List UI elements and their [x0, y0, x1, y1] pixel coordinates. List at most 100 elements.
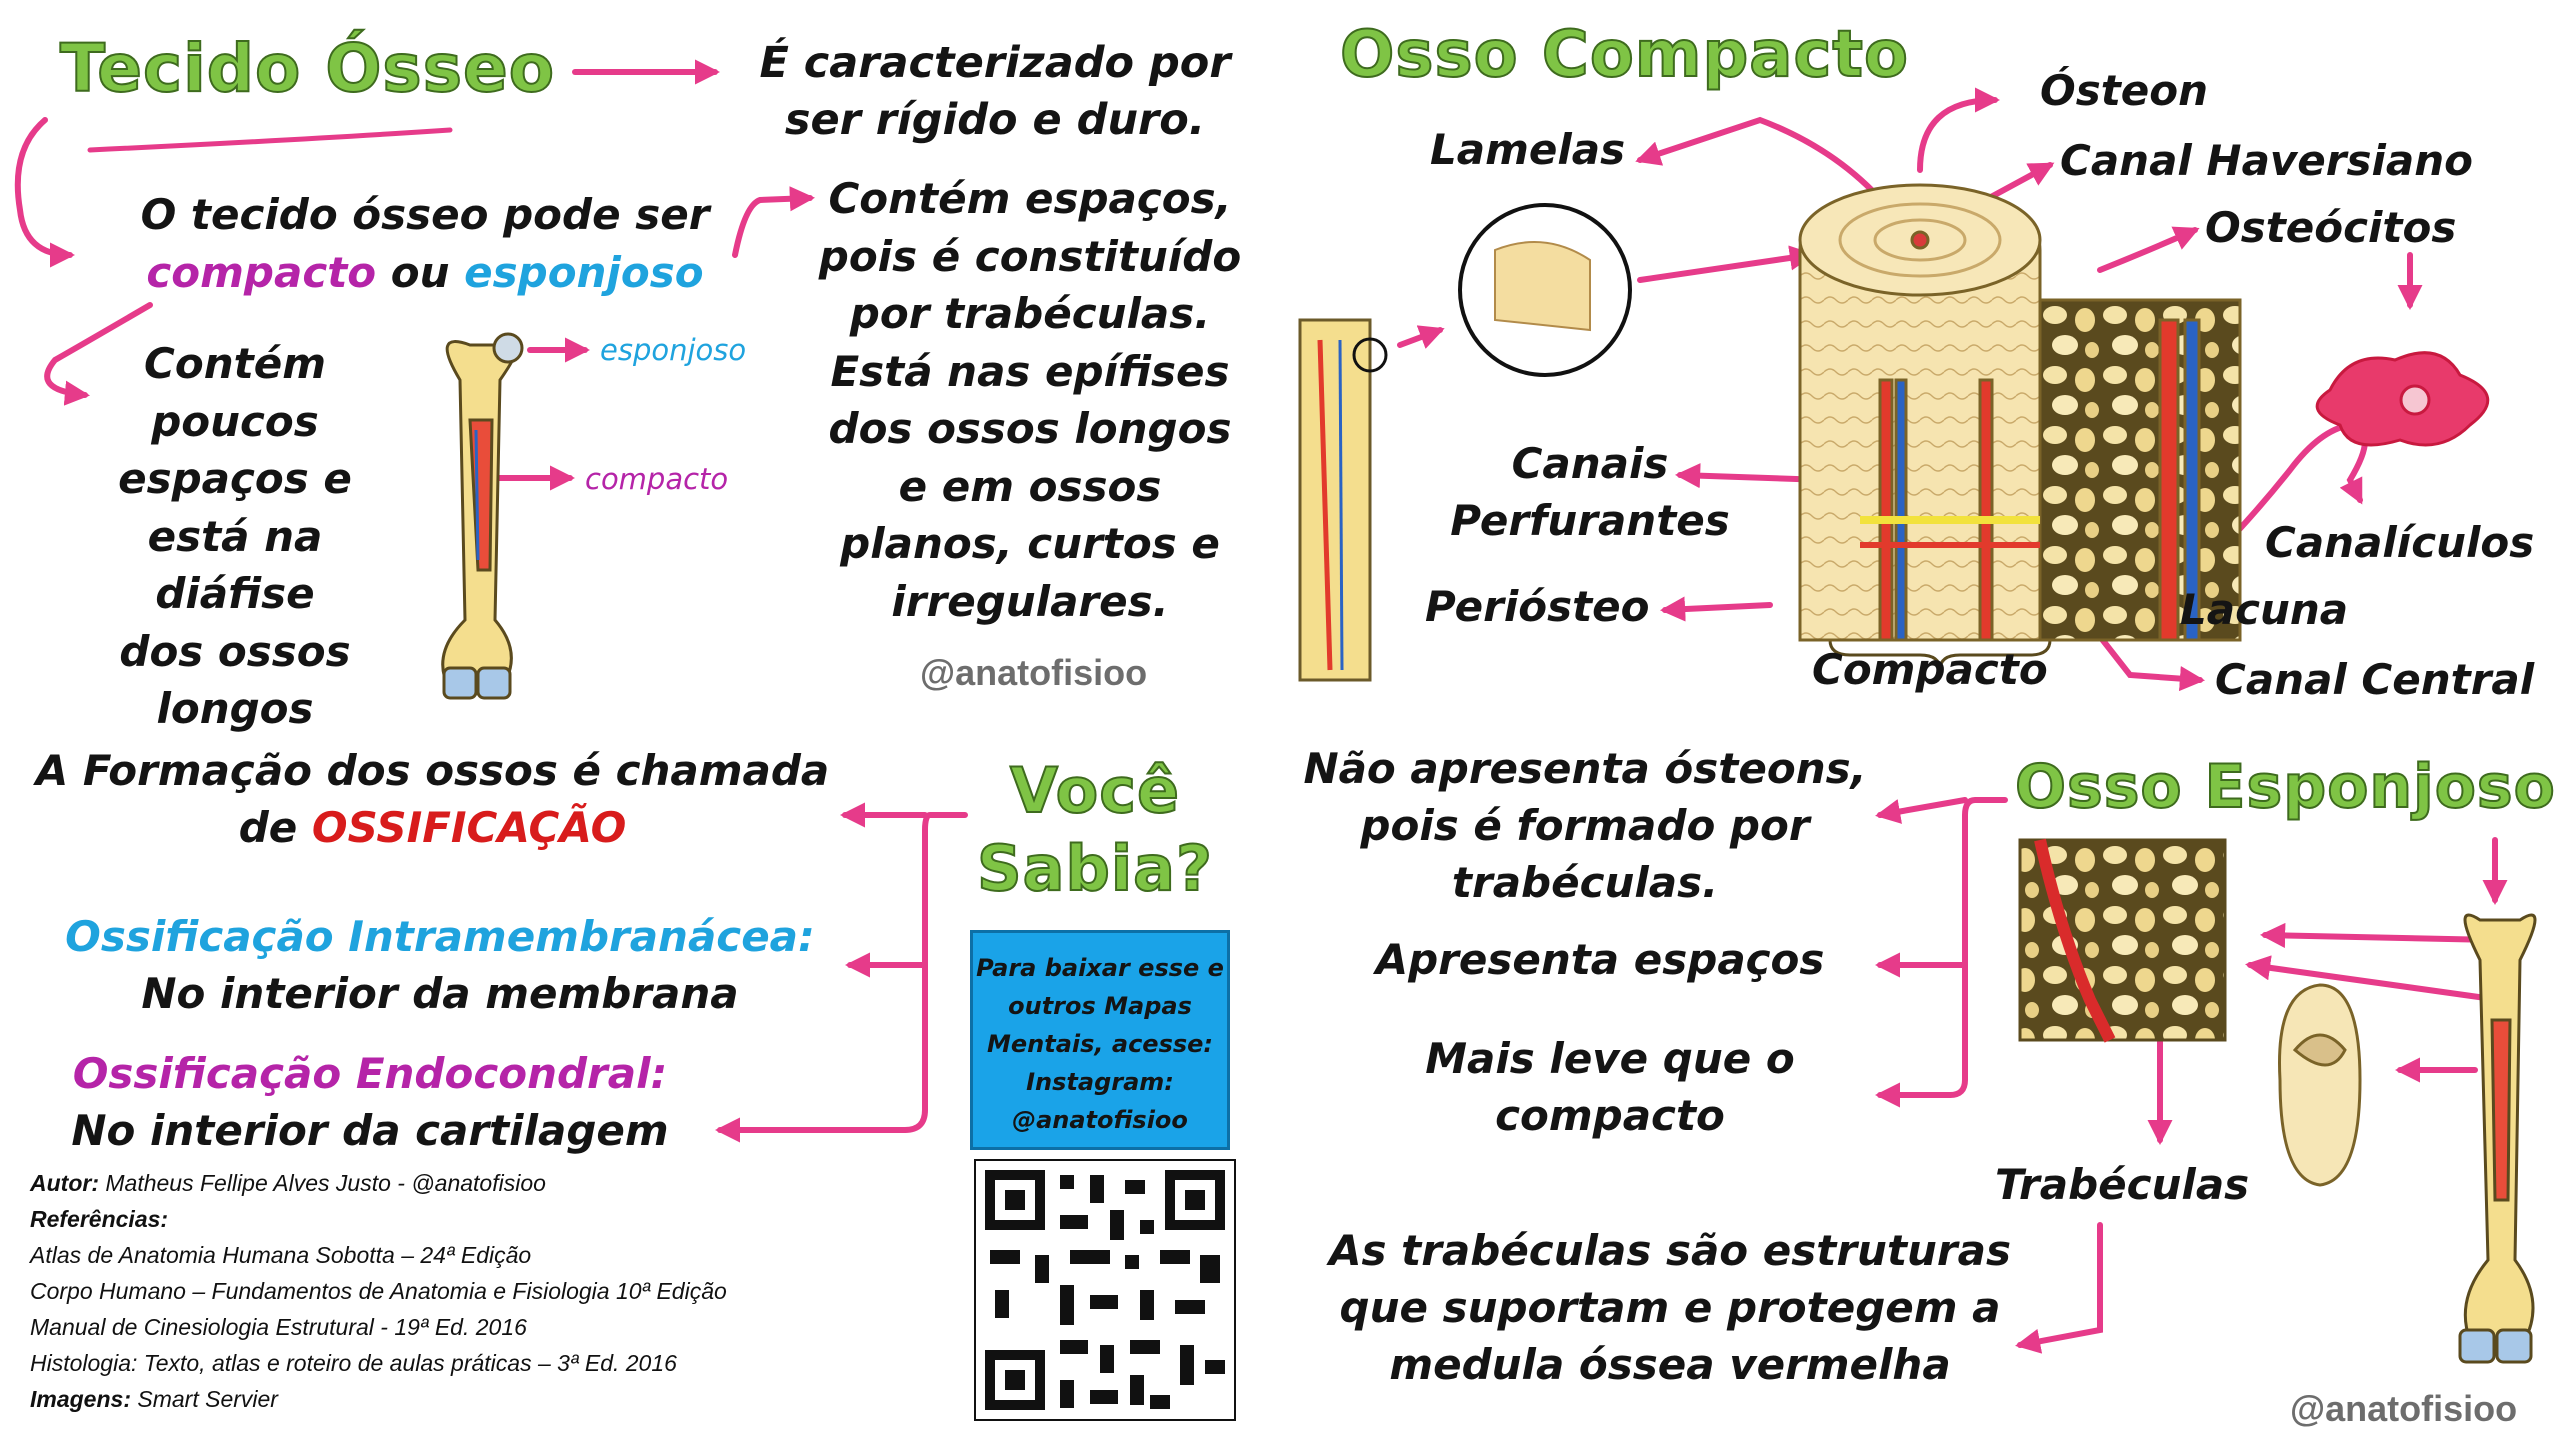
esponjoso-desc-line-7: planos, curtos e — [840, 519, 1220, 568]
label-trabeculas: Trabéculas — [1995, 1160, 2250, 1209]
endocondral-desc: No interior da cartilagem — [71, 1106, 669, 1155]
leve-text: Mais leve que o compacto — [1360, 1030, 1860, 1144]
qr-code — [974, 1159, 1236, 1421]
label-canal-haversiano: Canal Haversiano — [2060, 136, 2473, 185]
credits-ref-4: Histologia: Texto, atlas e roteiro de au… — [30, 1350, 677, 1376]
formacao-line-1: A Formação dos ossos é chamada — [35, 746, 830, 795]
bone-label-esponjoso: esponjoso — [600, 333, 747, 367]
label-canais-perfurantes-line-1: Canais — [1511, 439, 1669, 488]
endocondral-block: Ossificação Endocondral: No interior da … — [20, 1045, 720, 1159]
arrow-zoom-to-block — [1637, 245, 1815, 283]
tipos-text: O tecido ósseo pode ser compacto ou espo… — [105, 186, 745, 302]
arrow-to-periosteo — [1659, 596, 1773, 622]
long-bone-right — [2458, 913, 2537, 1364]
compacto-description: Contém poucos espaços e está na diáfise … — [70, 335, 400, 738]
formacao-prefix: de — [238, 803, 312, 852]
compacto-desc-line-2: poucos — [151, 396, 319, 446]
intramembranacea-title: Ossificação Intramembranácea: — [65, 912, 815, 961]
osso-compacto-title: Osso Compacto — [1339, 17, 1909, 93]
info-box-line-2: outros Mapas — [1008, 992, 1192, 1020]
suportam-line-1: As trabéculas são estruturas — [1329, 1226, 2011, 1275]
credits-ref-3: Manual de Cinesiologia Estrutural - 19ª … — [30, 1314, 527, 1340]
label-periosteo: Periósteo — [1425, 582, 1650, 631]
esponjoso-desc-line-2: pois é constituído — [818, 231, 1242, 281]
nao-osteons-text: Não apresenta ósteons, pois é formado po… — [1295, 740, 1875, 911]
label-canais-perfurantes-line-2: Perfurantes — [1450, 496, 1730, 545]
nao-osteons-line-2: pois é formado por — [1360, 801, 1810, 850]
esponjoso-description: Contém espaços, pois é constituído por t… — [790, 170, 1270, 630]
info-box-line-5: @anatofisioo — [1012, 1106, 1188, 1134]
nao-osteons-line-1: Não apresenta ósteons, — [1303, 744, 1867, 793]
suportam-text: As trabéculas são estruturas que suporta… — [1300, 1222, 2040, 1393]
credits-ref-1: Atlas de Anatomia Humana Sobotta – 24ª E… — [30, 1242, 532, 1268]
spongy-bone-closeup — [2018, 838, 2227, 1043]
info-box-line-3: Mentais, acesse: — [986, 1030, 1214, 1058]
label-canaliculos: Canalículos — [2265, 518, 2535, 567]
formacao-text: A Formação dos ossos é chamada de OSSIFI… — [20, 742, 845, 856]
credits: Autor: Matheus Fellipe Alves Justo - @an… — [30, 1165, 960, 1417]
compacto-desc-line-6: longos — [156, 684, 314, 733]
suportam-line-3: medula óssea vermelha — [1389, 1340, 1951, 1389]
esponjoso-desc-line-5: dos ossos longos — [828, 404, 1232, 453]
credits-referencias-label: Referências: — [30, 1201, 960, 1237]
instagram-info-box: Para baixar esse e outros Mapas Mentais,… — [970, 930, 1230, 1150]
compacto-desc-line-3: espaços e — [118, 454, 352, 503]
endocondral-title: Ossificação Endocondral: — [72, 1049, 668, 1098]
compacto-desc-line-5: dos ossos — [119, 626, 351, 676]
leve-line-2: compacto — [1495, 1091, 1725, 1140]
arrow-bone-to-spongy-photo — [2259, 922, 2498, 949]
voce-sabia-line-1: Você — [1009, 753, 1180, 828]
osteocyte-cell — [2315, 351, 2490, 447]
info-box-line-1: Para baixar esse e — [976, 954, 1224, 982]
arrow-to-osteon — [1917, 87, 2001, 173]
compacto-desc-line-4: está na diáfise — [147, 511, 323, 619]
esponjoso-word: esponjoso — [464, 248, 704, 297]
arrow-to-nao-osteons — [1875, 797, 1968, 824]
ou-word: ou — [376, 248, 465, 297]
credits-imagens-value: Smart Servier — [130, 1386, 278, 1412]
esponjoso-desc-line-3: por trabéculas. — [849, 289, 1211, 338]
nao-osteons-line-3: trabéculas. — [1451, 858, 1719, 907]
caracterizado-line-1: É caracterizado por — [759, 38, 1231, 88]
compact-bone-block — [1798, 183, 2242, 642]
tipos-line-1: O tecido ósseo pode ser — [140, 190, 710, 239]
arrow-title-to-types — [14, 117, 76, 268]
label-canal-central: Canal Central — [2215, 655, 2535, 704]
bone-label-compacto: compacto — [585, 462, 729, 496]
intramembranacea-block: Ossificação Intramembranácea: No interio… — [40, 908, 840, 1022]
compacto-word: compacto — [146, 248, 377, 297]
credits-autor-label: Autor: — [30, 1170, 99, 1196]
credits-imagens: Imagens: Smart Servier — [30, 1381, 960, 1417]
esponjoso-desc-line-8: irregulares. — [891, 576, 1169, 626]
long-bone-illustration — [441, 332, 524, 700]
credits-autor: Autor: Matheus Fellipe Alves Justo - @an… — [30, 1165, 960, 1201]
arrow-bone-to-epiphysis — [2245, 955, 2503, 1003]
credits-imagens-label: Imagens: — [30, 1386, 131, 1412]
bone-section-detail — [1298, 318, 1388, 682]
watermark-top: @anatofisioo — [920, 652, 1148, 693]
esponjoso-desc-line-1: Contém espaços, — [828, 174, 1232, 223]
intramembranacea-desc: No interior da membrana — [141, 969, 739, 1018]
suportam-line-2: que suportam e protegem a — [1339, 1283, 2001, 1332]
caracterizado-line-2: ser rígido e duro. — [784, 95, 1206, 145]
voce-sabia-title: Você Sabia? — [960, 752, 1230, 908]
arrow-types-to-compact-desc — [44, 302, 153, 406]
label-osteon: Ósteon — [2040, 66, 2209, 115]
label-lacuna: Lacuna — [2180, 585, 2349, 634]
label-compacto: Compacto — [1812, 645, 2048, 694]
bracket-voce-sabia — [902, 812, 968, 1133]
tecido-osseo-title: Tecido Ósseo — [59, 29, 556, 108]
credits-autor-value: Matheus Fellipe Alves Justo - @anatofisi… — [98, 1170, 546, 1196]
watermark-bottom: @anatofisioo — [2290, 1388, 2518, 1429]
zoom-circle — [1458, 203, 1632, 377]
label-osteocitos: Osteócitos — [2205, 203, 2457, 252]
epiphysis-section — [2278, 983, 2362, 1187]
formacao-line-2: de OSSIFICAÇÃO — [20, 799, 845, 856]
arrow-types-to-spongy-desc — [732, 186, 816, 258]
tipos-line-2: compacto ou esponjoso — [105, 244, 745, 302]
caracterizado-text: É caracterizado por ser rígido e duro. — [725, 35, 1265, 149]
espacos-text: Apresenta espaços — [1375, 935, 1825, 984]
osso-esponjoso-title: Osso Esponjoso — [2014, 751, 2556, 823]
label-canais-perfurantes: Canais Perfurantes — [1440, 435, 1740, 549]
